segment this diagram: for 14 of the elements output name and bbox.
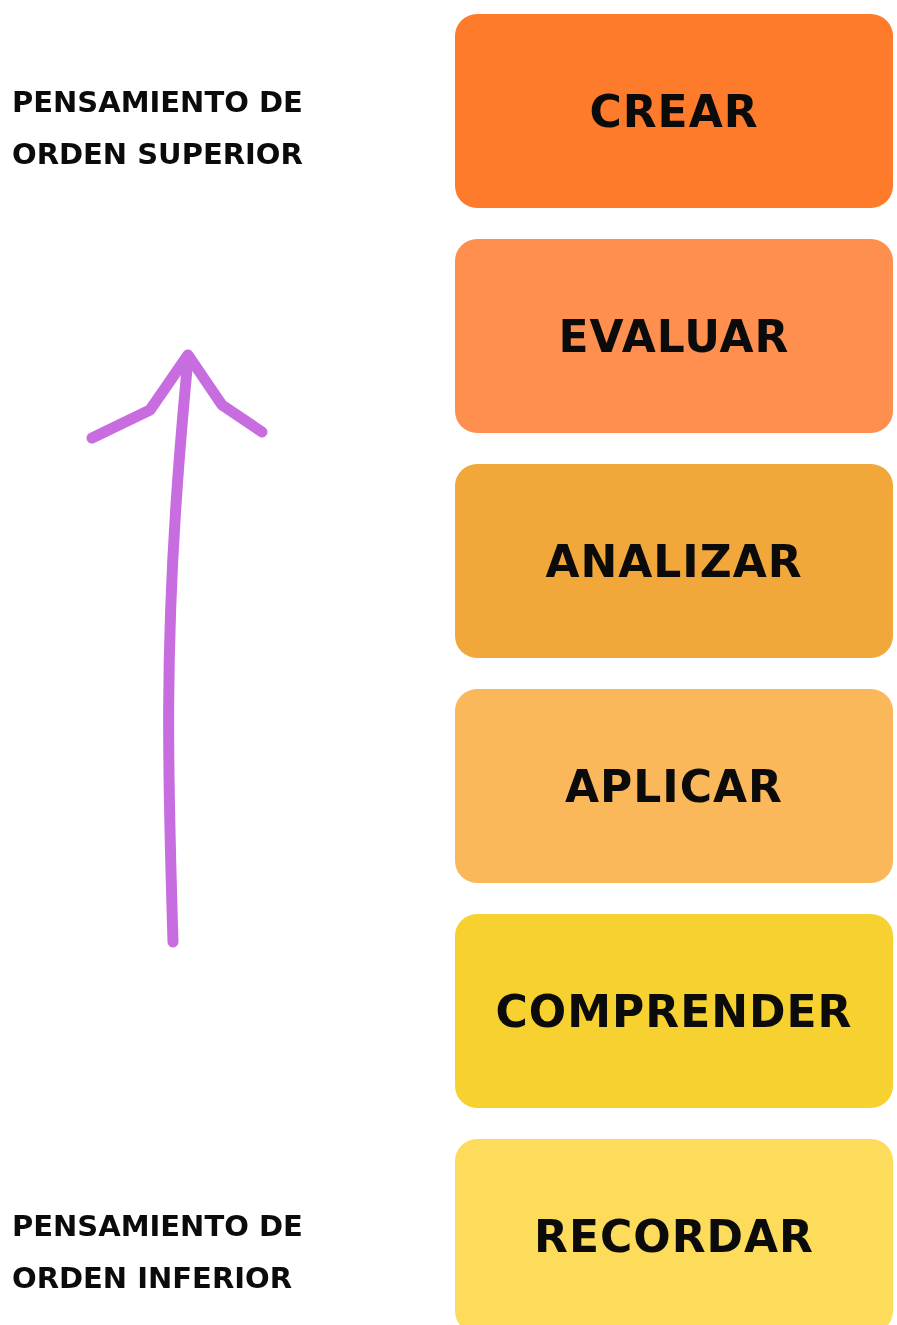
level-box bbox=[455, 689, 893, 883]
level-box bbox=[455, 14, 893, 208]
axis-label: PENSAMIENTO DE ORDEN SUPERIOR bbox=[12, 84, 304, 173]
level-box bbox=[455, 239, 893, 433]
level-label: EVALUAR bbox=[558, 310, 790, 362]
axis-label: PENSAMIENTO DE ORDEN INFERIOR bbox=[12, 1208, 304, 1297]
level-box bbox=[455, 1139, 893, 1325]
level-label: APLICAR bbox=[565, 760, 783, 812]
level-label: RECORDAR bbox=[534, 1210, 814, 1262]
level-box bbox=[455, 914, 893, 1108]
level-label: ANALIZAR bbox=[545, 535, 803, 587]
level-label: CREAR bbox=[589, 85, 759, 137]
level-label: COMPRENDER bbox=[495, 985, 853, 1037]
level-box bbox=[455, 464, 893, 658]
